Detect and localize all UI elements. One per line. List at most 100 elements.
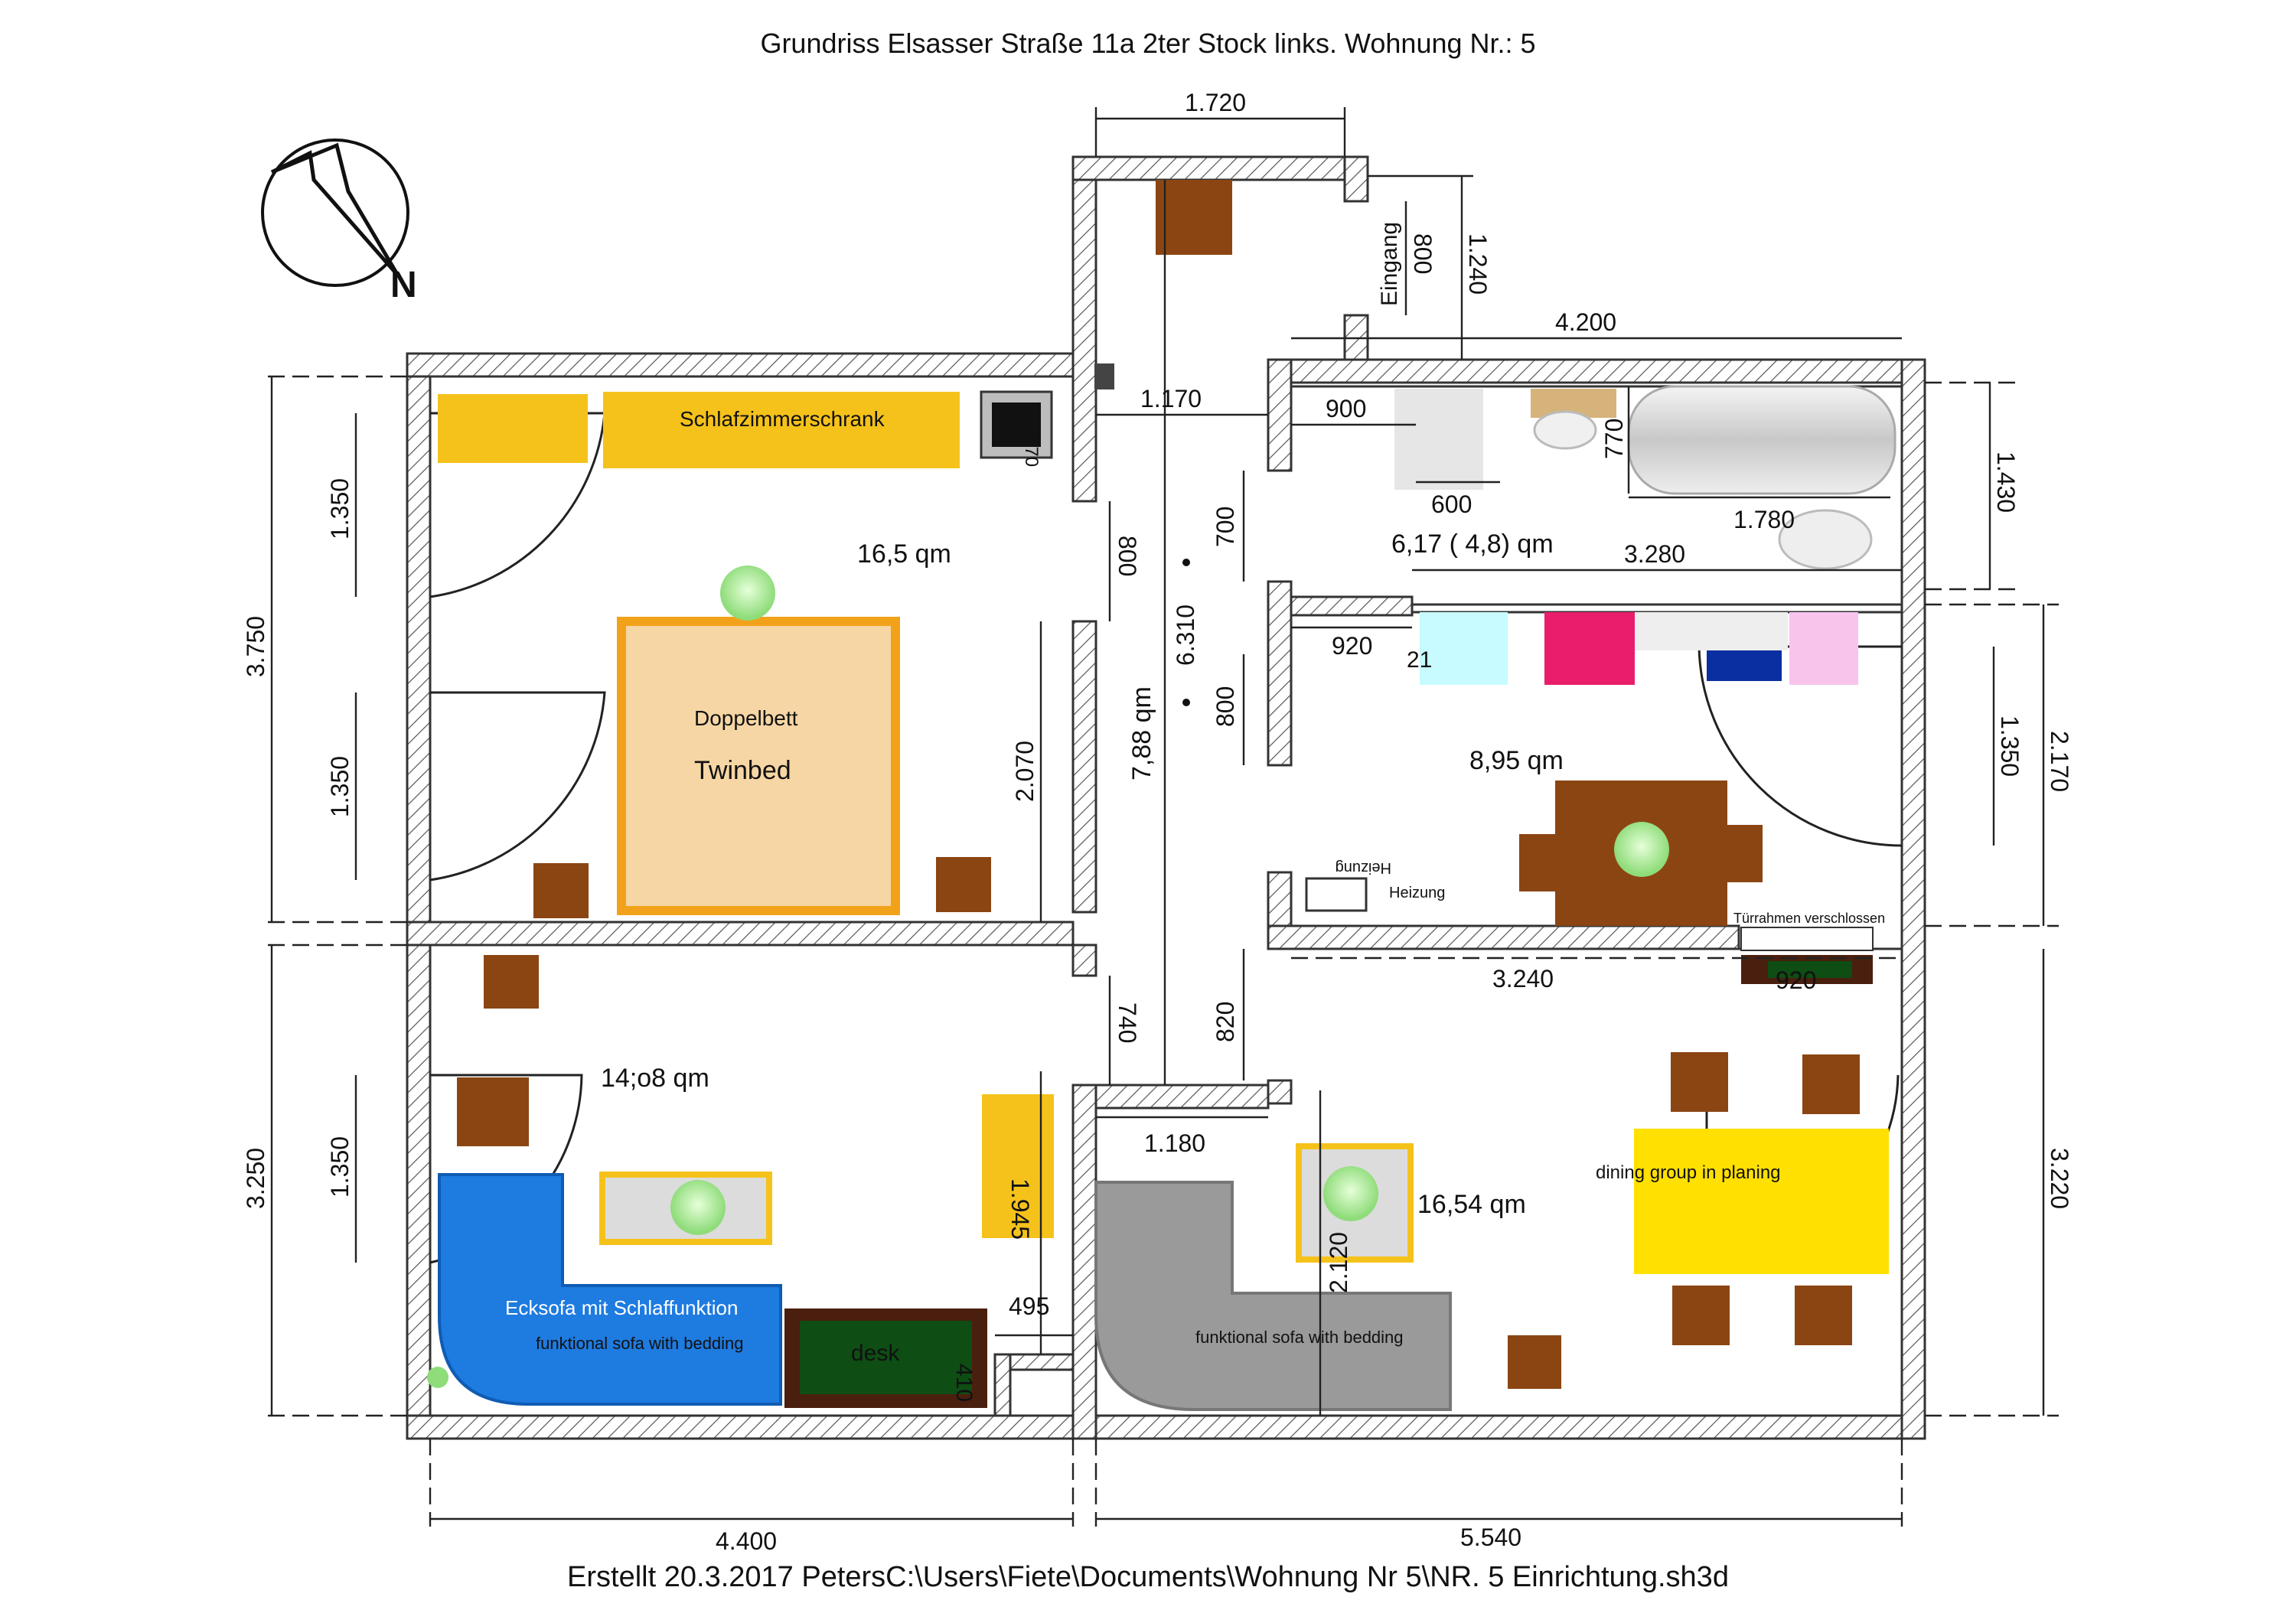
room-area-small: 8,95 qm xyxy=(1469,746,1564,775)
dining-chair-4 xyxy=(1795,1286,1852,1345)
cupboard-pink xyxy=(1789,612,1858,685)
plant-left xyxy=(427,1367,448,1388)
dim-liv-l-door: 740 xyxy=(1114,1002,1141,1043)
desk-top xyxy=(800,1321,972,1394)
dim-regal-w: 920 xyxy=(1776,966,1816,994)
wall-niche-side xyxy=(993,1353,1012,1417)
dim-niche-w: 495 xyxy=(1009,1292,1049,1320)
dim-bed-h: 3.750 xyxy=(242,616,269,677)
door-arc-small xyxy=(1698,645,1903,847)
dim-bed-door: 800 xyxy=(1114,536,1141,576)
toilet xyxy=(1778,509,1873,570)
dimension-labels: 1.720 800 1.240 4.200 1.170 900 770 600 … xyxy=(242,89,2073,1555)
dim-liv-r-h: 3.220 xyxy=(2046,1148,2073,1209)
compass-label: N xyxy=(390,265,417,305)
dining-table xyxy=(1634,1129,1889,1274)
label-dining: dining group in planing xyxy=(1596,1162,1781,1183)
hall-light-2 xyxy=(1182,699,1190,706)
dim-bed-win-2: 1.350 xyxy=(326,756,354,817)
door-frame-box xyxy=(1740,927,1874,951)
furniture xyxy=(427,180,1896,1411)
cupboard-navy xyxy=(1707,650,1782,681)
wall-hall-left-stub xyxy=(1071,943,1097,977)
wall-hall-right-1 xyxy=(1267,358,1293,472)
room-area-living-right: 16,54 qm xyxy=(1417,1190,1526,1219)
dim-entrance-w: 800 xyxy=(1409,233,1437,274)
cupboard-cyan xyxy=(1420,612,1508,685)
dining-chair-3 xyxy=(1672,1286,1730,1345)
chair-small-left xyxy=(1519,834,1577,891)
dimension-lines xyxy=(268,107,2059,1527)
liv-left-stool-2 xyxy=(457,1077,529,1146)
lamp-liv-right xyxy=(1323,1166,1378,1221)
dim-tub-w: 1.780 xyxy=(1733,506,1795,533)
dim-bed-wall: 2.070 xyxy=(1011,741,1039,802)
wall-hall-left-upper xyxy=(1071,155,1097,503)
wardrobe xyxy=(603,392,960,468)
side-stool-right xyxy=(1508,1335,1561,1389)
liv-left-shelf xyxy=(982,1094,1054,1238)
wall-bedroom-living xyxy=(406,921,1075,947)
wardrobe-small xyxy=(438,394,588,463)
cupboard-white xyxy=(1635,612,1788,650)
wall-hall-right-2 xyxy=(1267,580,1293,767)
label-bed-1: Doppelbett xyxy=(694,706,798,730)
plan-footer: Erstellt 20.3.2017 PetersC:\Users\Fiete\… xyxy=(567,1561,1729,1593)
room-area-hall: 7,88 qm xyxy=(1127,686,1156,781)
grey-sofa xyxy=(1094,1181,1452,1411)
label-heater: Heizung xyxy=(1389,885,1445,901)
dim-liv-r-inner: 2.120 xyxy=(1325,1232,1352,1293)
label-sofa-left-1: Ecksofa mit Schlaffunktion xyxy=(505,1296,738,1319)
wc-tank xyxy=(1394,389,1483,490)
dim-wc-w: 600 xyxy=(1431,490,1472,518)
dim-small-h: 2.170 xyxy=(2046,731,2073,792)
wall-right xyxy=(1900,358,1926,1440)
wall-entrance-top xyxy=(1343,155,1369,203)
dining-chair-1 xyxy=(1671,1052,1728,1112)
wall-bath-small xyxy=(1290,595,1414,617)
dim-small-door: 800 xyxy=(1212,686,1239,727)
stove-core xyxy=(992,402,1041,447)
dim-bath-h: 1.430 xyxy=(1992,451,2020,513)
nightstand-right xyxy=(936,857,991,912)
dining-chair-2 xyxy=(1802,1054,1860,1114)
bathtub xyxy=(1627,385,1896,495)
lamp-liv-left xyxy=(670,1180,726,1235)
dim-liv-r-hall: 1.180 xyxy=(1144,1129,1205,1157)
dim-liv-l-h: 3.250 xyxy=(242,1148,269,1209)
dim-hall-len: 6.310 xyxy=(1172,605,1199,666)
hall-light-1 xyxy=(1182,559,1190,566)
label-bed-2: Twinbed xyxy=(694,756,791,785)
dim-liv-r-door: 820 xyxy=(1212,1002,1239,1042)
wall-bath-top xyxy=(1267,358,1926,384)
lamp-small xyxy=(1614,822,1669,877)
label-heater-mirrored: Heizung xyxy=(1336,859,1391,876)
dim-top-hall: 1.720 xyxy=(1185,89,1246,116)
dim-hall-w: 1.170 xyxy=(1140,385,1202,412)
wall-bottom-right xyxy=(1093,1414,1926,1440)
wall-hall-bottom xyxy=(1094,1084,1270,1110)
dim-small-w: 3.280 xyxy=(1624,540,1685,568)
label-entrance: Eingang xyxy=(1377,222,1402,306)
wall-left xyxy=(406,352,432,1440)
regal-inner xyxy=(1768,961,1852,978)
label-wardrobe: Schlafzimmerschrank xyxy=(680,407,885,431)
room-labels: 16,5 qm 14;o8 qm 6,17 ( 4,8) qm 8,95 qm … xyxy=(505,222,1885,1366)
dim-small-door-off: 920 xyxy=(1332,632,1372,660)
dim-bottom-left: 4.400 xyxy=(716,1527,777,1555)
dim-living-right-w: 3.240 xyxy=(1492,965,1554,992)
dim-sink-w: 900 xyxy=(1326,395,1366,422)
lamp-bedroom xyxy=(720,565,775,621)
coffee-table-right xyxy=(1296,1143,1414,1263)
wall-hall-left-lower xyxy=(1071,1084,1097,1440)
label-sofa-right: funktional sofa with bedding xyxy=(1195,1328,1404,1347)
nightstand-left xyxy=(533,863,589,918)
dim-bottom-right: 5.540 xyxy=(1460,1524,1521,1551)
compass: N xyxy=(261,139,417,305)
label-stove-num: 870 xyxy=(1021,436,1042,467)
dim-small-win: 1.350 xyxy=(1996,715,2024,777)
label-desk: desk xyxy=(851,1341,900,1366)
dim-bath-door: 700 xyxy=(1212,507,1239,547)
walls xyxy=(406,155,1926,1440)
